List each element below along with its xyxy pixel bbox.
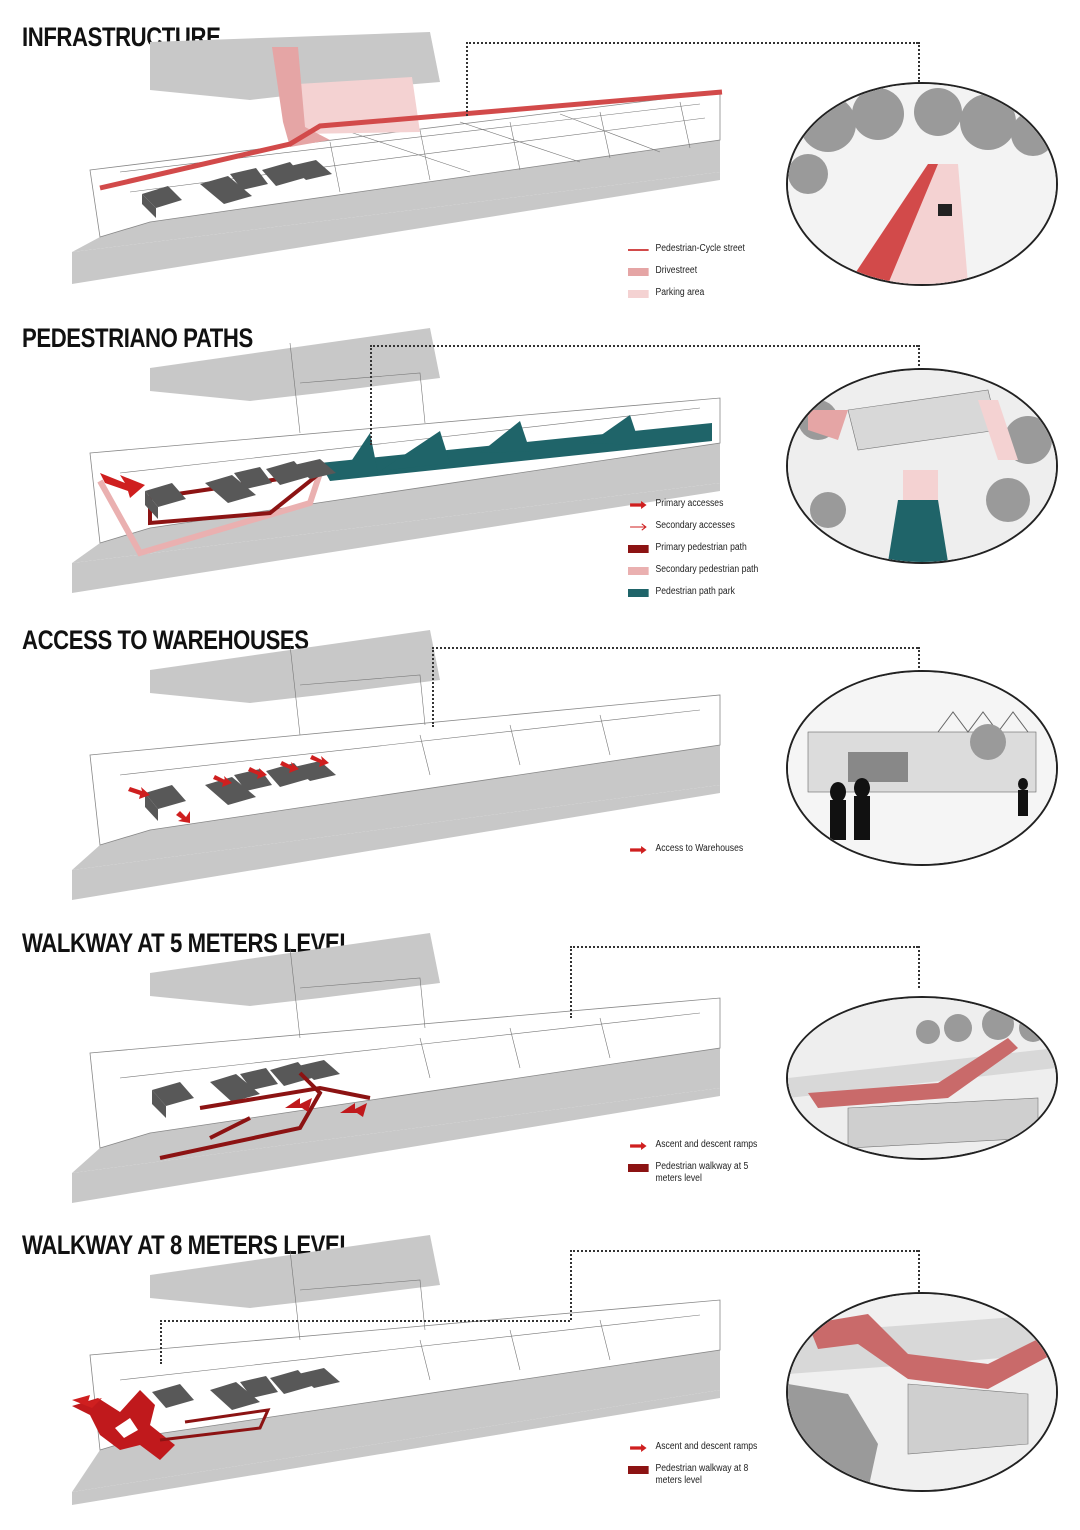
site-linework bbox=[119, 342, 701, 474]
ground-plane bbox=[72, 443, 720, 563]
site-axonometric-map bbox=[72, 328, 721, 593]
panel-infrastructure: INFRASTRUCTURE Pedest bbox=[0, 22, 1080, 322]
site-axonometric-map bbox=[72, 630, 721, 900]
park-path-spurs bbox=[340, 415, 640, 478]
ground-edge bbox=[72, 172, 720, 284]
panel-title: PEDESTRIANO PATHS bbox=[22, 323, 253, 353]
ramp-arrows bbox=[285, 1098, 367, 1117]
thick-arrow-icon bbox=[630, 501, 647, 509]
legend-swatch bbox=[628, 249, 649, 251]
warehouse-access-arrows bbox=[128, 755, 329, 823]
primary-access-arrow bbox=[100, 473, 145, 498]
ramp-arrow bbox=[72, 1395, 102, 1408]
site-linework bbox=[119, 947, 701, 1079]
context-block bbox=[150, 328, 440, 401]
site-outline bbox=[89, 997, 721, 1149]
pedestrian-cycle-street bbox=[99, 89, 723, 191]
perspective-vignette-street bbox=[786, 82, 1058, 286]
ground-edge bbox=[72, 483, 720, 593]
site-axonometric-map bbox=[72, 933, 721, 1203]
walkway-5m bbox=[159, 1071, 371, 1160]
secondary-pedestrian-path bbox=[97, 472, 323, 557]
warehouse-buildings bbox=[145, 459, 336, 519]
legend-swatch bbox=[628, 1466, 649, 1474]
leader-line bbox=[570, 1250, 918, 1252]
context-block bbox=[150, 630, 440, 703]
ground-plane bbox=[72, 745, 720, 870]
ground-edge bbox=[72, 1390, 720, 1505]
leader-line bbox=[918, 42, 920, 82]
leader-line bbox=[570, 946, 572, 1018]
panel-pedestrian-paths: PEDESTRIANO PATHS bbox=[0, 323, 1080, 623]
walkway-8m-void bbox=[115, 1418, 138, 1438]
ground-edge bbox=[72, 785, 720, 900]
thick-arrow-icon bbox=[630, 1142, 647, 1150]
perspective-vignette-warehouse-entry bbox=[786, 670, 1058, 866]
leader-line bbox=[570, 946, 918, 948]
leader-line bbox=[160, 1320, 162, 1364]
ground-plane bbox=[72, 1350, 720, 1492]
leader-line bbox=[466, 42, 918, 44]
panel-walkway-8m: WALKWAY AT 8 METERS LEVEL Ascent and des… bbox=[0, 1230, 1080, 1530]
context-block bbox=[150, 933, 440, 1006]
leader-line bbox=[370, 345, 372, 445]
leader-line bbox=[432, 647, 434, 727]
leader-line bbox=[918, 1250, 920, 1292]
ground-plane bbox=[72, 140, 720, 252]
thick-arrow-icon bbox=[630, 846, 647, 854]
legend-swatch bbox=[628, 1164, 649, 1172]
site-linework bbox=[119, 644, 701, 776]
site-linework bbox=[119, 1249, 701, 1381]
perspective-vignette-aerial bbox=[786, 368, 1058, 564]
panel-title: ACCESS TO WAREHOUSES bbox=[22, 625, 309, 655]
legend-swatch bbox=[628, 545, 649, 553]
walkway-8m-loop bbox=[159, 1408, 271, 1442]
ground-edge bbox=[72, 1088, 720, 1203]
drivestreet bbox=[272, 47, 330, 147]
leader-line bbox=[466, 42, 468, 116]
legend-swatch bbox=[628, 567, 649, 575]
panel-walkway-5m: WALKWAY AT 5 METERS LEVEL bbox=[0, 928, 1080, 1228]
leader-line bbox=[160, 1320, 570, 1322]
context-block bbox=[150, 1235, 440, 1308]
legend-swatch bbox=[628, 268, 649, 276]
leader-line bbox=[432, 647, 918, 649]
leader-line bbox=[918, 647, 920, 687]
legend-swatch bbox=[628, 290, 649, 298]
panel-access-warehouses: ACCESS TO WAREHOUSES Ac bbox=[0, 625, 1080, 925]
site-outline bbox=[89, 91, 721, 238]
leader-line bbox=[570, 1250, 572, 1320]
leader-line bbox=[918, 345, 920, 385]
thick-arrow-icon bbox=[630, 1444, 647, 1452]
perspective-vignette-walkway-8m bbox=[786, 1292, 1058, 1492]
legend-swatch bbox=[628, 589, 649, 597]
site-outline bbox=[89, 694, 721, 846]
warehouse-buildings bbox=[142, 160, 332, 218]
site-axonometric-map bbox=[72, 32, 723, 284]
warehouse-buildings bbox=[152, 1060, 340, 1118]
warehouse-buildings bbox=[152, 1368, 340, 1410]
site-axonometric-map bbox=[72, 1235, 721, 1505]
thin-arrow-icon bbox=[630, 523, 647, 531]
perspective-vignette-walkway-5m bbox=[786, 996, 1058, 1160]
leader-line bbox=[370, 345, 918, 347]
leader-line bbox=[918, 946, 920, 988]
